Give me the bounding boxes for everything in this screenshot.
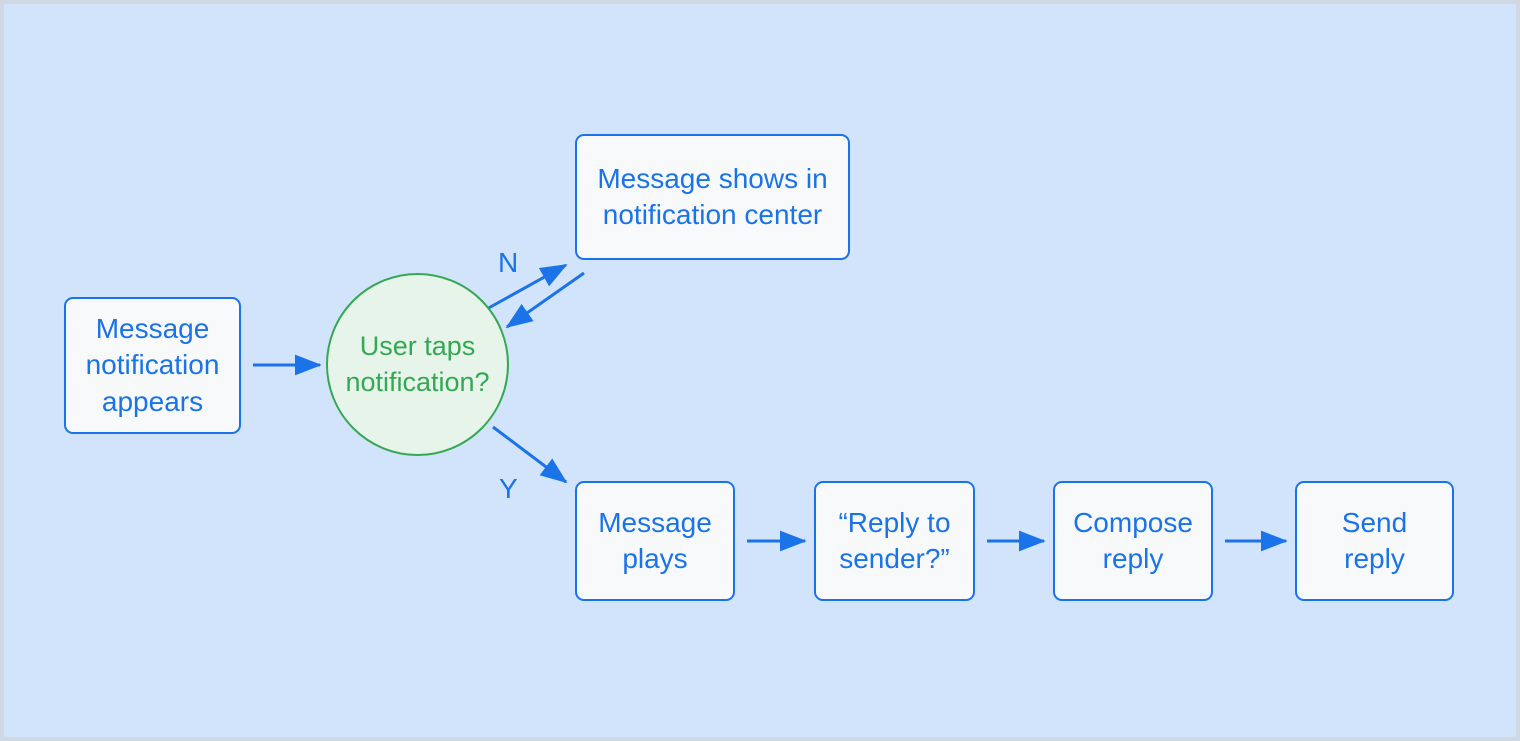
node-send-reply[interactable]: Send reply bbox=[1295, 481, 1454, 601]
node-message-shows-in-notification-center[interactable]: Message shows in notification center bbox=[575, 134, 850, 260]
node-message-plays[interactable]: Message plays bbox=[575, 481, 735, 601]
node-compose-reply[interactable]: Compose reply bbox=[1053, 481, 1213, 601]
node-reply-to-sender[interactable]: “Reply to sender?” bbox=[814, 481, 975, 601]
branch-label-n: N bbox=[498, 247, 519, 278]
node-message-notification-appears[interactable]: Message notification appears bbox=[64, 297, 241, 434]
branch-label-y: Y bbox=[499, 473, 518, 504]
edge-notification-center-to-decision bbox=[505, 271, 585, 329]
node-user-taps-notification[interactable]: User taps notification? bbox=[326, 273, 509, 456]
edge-decision-to-message-plays bbox=[492, 425, 568, 484]
edge-decision-to-notification-center bbox=[484, 263, 568, 312]
